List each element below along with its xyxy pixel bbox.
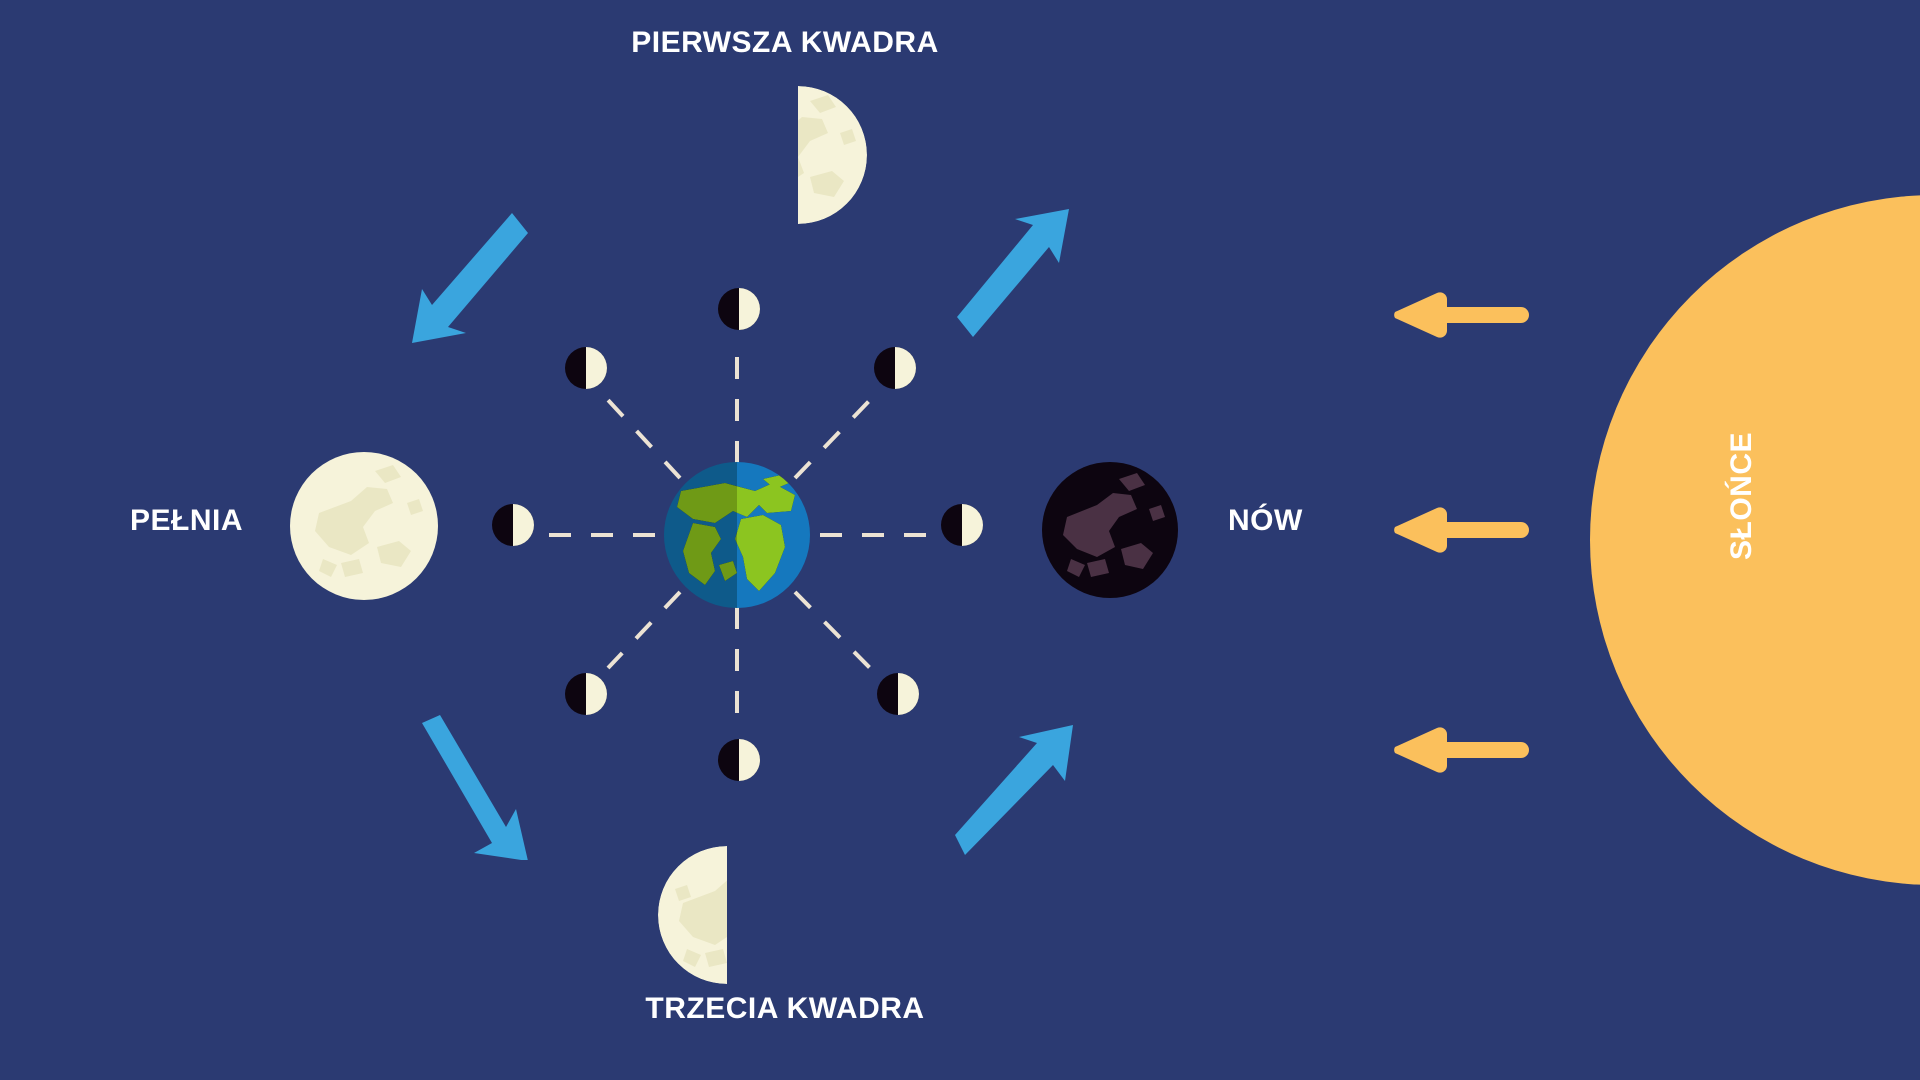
orbit-arrow-top-left-icon (412, 213, 528, 343)
ray-up-left (606, 398, 682, 480)
phase-indicator-top-right (874, 347, 916, 389)
phase-indicator-top-left (565, 347, 607, 389)
earth-body (664, 462, 810, 608)
ray-down-left (606, 590, 682, 670)
phase-indicator-bottom-left (565, 673, 607, 715)
sunray-top-icon (1394, 292, 1529, 338)
new-moon-label: NÓW (1228, 504, 1303, 537)
ray-up-right (793, 398, 872, 480)
ray-down-right (793, 590, 872, 670)
orbit-arrow-bottom-left-icon (422, 715, 528, 860)
first-quarter-label: PIERWSZA KWADRA (631, 26, 939, 59)
sunray-middle-icon (1394, 507, 1529, 553)
moon-first-quarter-body (798, 86, 867, 224)
moon-full-body (290, 452, 438, 600)
orbit-arrow-top-right-icon (957, 209, 1069, 337)
full-moon-label: PEŁNIA (130, 504, 244, 537)
moon-new-body (1042, 462, 1178, 598)
third-quarter-label: TRZECIA KWADRA (645, 992, 925, 1025)
phase-indicator-right (941, 504, 983, 546)
phase-indicator-bottom-right (877, 673, 919, 715)
orbit-arrow-bottom-right-icon (955, 725, 1073, 855)
phase-indicator-bottom (718, 739, 760, 781)
sunray-bottom-icon (1394, 727, 1529, 773)
phase-indicator-left (492, 504, 534, 546)
phase-indicator-top (718, 288, 760, 330)
moon-third-quarter-body (658, 846, 727, 984)
